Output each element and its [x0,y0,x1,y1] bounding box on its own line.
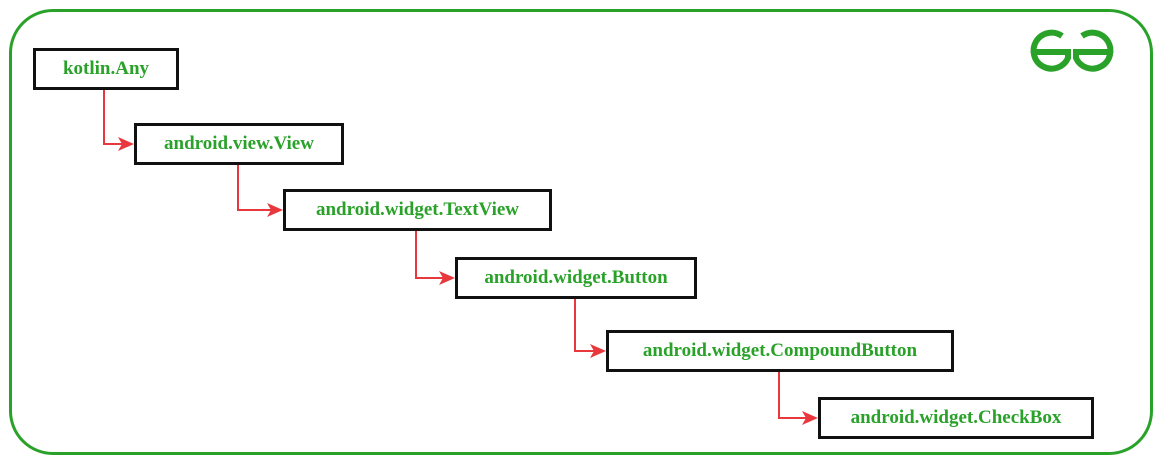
node-android-widget-button: android.widget.Button [455,257,697,299]
connector-line [103,90,124,145]
connector-line [415,231,445,279]
connector-line [237,165,273,211]
connector-arrowhead [267,203,283,217]
connector-line [778,372,808,419]
node-android-widget-checkbox: android.widget.CheckBox [818,397,1094,439]
node-label: kotlin.Any [62,58,150,79]
node-android-widget-textview: android.widget.TextView [283,189,552,231]
node-kotlin-any: kotlin.Any [33,48,179,90]
connector-arrowhead [802,411,818,425]
node-label: android.view.View [164,133,314,154]
diagram-frame [9,9,1153,455]
connector-arrowhead [439,271,455,285]
node-label: android.widget.TextView [315,199,520,220]
node-android-view-view: android.view.View [134,123,344,165]
node-label: android.widget.CheckBox [850,407,1062,428]
node-label: android.widget.Button [484,267,668,288]
connector-line [574,299,596,352]
geeksforgeeks-logo-icon [1026,26,1118,80]
connector-arrowhead [118,137,134,151]
node-label: android.widget.CompoundButton [642,340,918,361]
connector-arrowhead [590,344,606,358]
node-android-widget-compoundbutton: android.widget.CompoundButton [606,330,954,372]
